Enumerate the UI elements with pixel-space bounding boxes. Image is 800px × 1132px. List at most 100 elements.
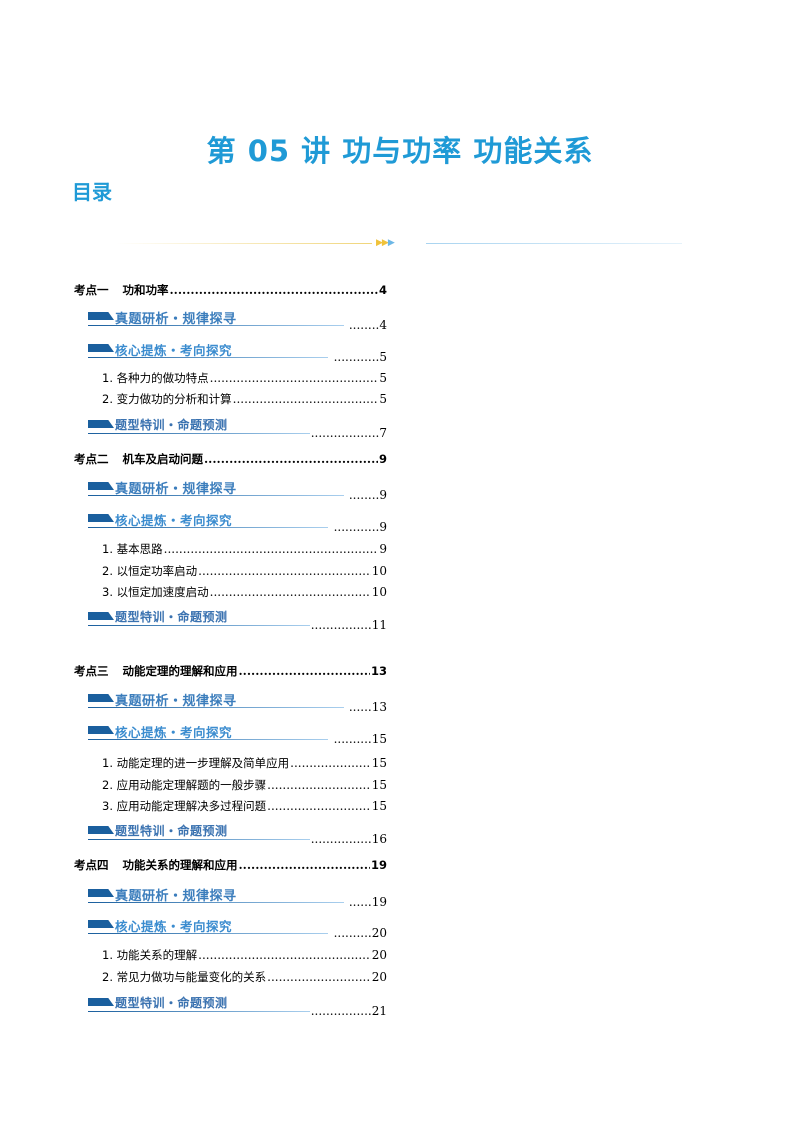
banner-bar-icon bbox=[88, 514, 114, 522]
section-banner-b2[interactable]: 核心提炼・考向探究 bbox=[88, 340, 328, 358]
banner-bar-icon bbox=[88, 694, 114, 702]
banner-page-ref[interactable]: ..........15 bbox=[334, 732, 387, 746]
toc-entry-title: 考点三动能定理的理解和应用 bbox=[74, 663, 238, 679]
page-number: 9 bbox=[379, 520, 387, 534]
banner-label: 核心提炼・考向探究 bbox=[115, 343, 233, 358]
section-banner-b3[interactable]: 题型特训・命题预测 bbox=[88, 608, 310, 626]
banner-bar-icon bbox=[88, 344, 114, 352]
section-banner-b1[interactable]: 真题研析・规律探寻 bbox=[88, 478, 344, 497]
toc-entry-subsection[interactable]: 1. 基本思路9 bbox=[102, 541, 387, 557]
banner-page-ref[interactable]: ..................7 bbox=[311, 426, 387, 440]
page-number: 9 bbox=[378, 452, 387, 466]
toc-entry-subsection[interactable]: 3. 以恒定加速度启动 10 bbox=[102, 584, 387, 600]
dot-leader: ................ bbox=[310, 832, 372, 846]
toc-entry-subsection[interactable]: 1. 功能关系的理解20 bbox=[102, 947, 387, 963]
page-number: 20 bbox=[371, 948, 387, 962]
banner-page-ref[interactable]: ............9 bbox=[334, 520, 387, 534]
toc-entry-title: 2. 常见力做功与能量变化的关系 bbox=[102, 970, 267, 984]
kaodian-title: 功能关系的理解和应用 bbox=[122, 858, 238, 872]
toc-entry-kaodian[interactable]: 考点二机车及启动问题9 bbox=[74, 451, 387, 467]
toc-entry-title: 考点四功能关系的理解和应用 bbox=[74, 857, 238, 873]
banner-label: 题型特训・命题预测 bbox=[115, 610, 228, 624]
dot-leader bbox=[233, 392, 379, 406]
section-banner-b2[interactable]: 核心提炼・考向探究 bbox=[88, 510, 328, 528]
banner-bar-icon bbox=[88, 420, 114, 428]
page-number: 5 bbox=[379, 350, 387, 364]
banner-page-ref[interactable]: ................11 bbox=[311, 618, 387, 632]
dot-leader: ................ bbox=[310, 1004, 372, 1018]
banner-label: 题型特训・命题预测 bbox=[115, 824, 228, 838]
banner-label: 真题研析・规律探寻 bbox=[115, 482, 237, 497]
page-number: 11 bbox=[371, 618, 387, 632]
toc-entry-subsection[interactable]: 1. 动能定理的进一步理解及简单应用15 bbox=[102, 755, 387, 771]
section-banner-b2[interactable]: 核心提炼・考向探究 bbox=[88, 722, 328, 740]
banner-bar-icon bbox=[88, 998, 114, 1006]
toc-heading: 目录 bbox=[72, 180, 112, 204]
banner-label: 核心提炼・考向探究 bbox=[115, 919, 233, 934]
banner-underline bbox=[88, 739, 328, 740]
banner-page-ref[interactable]: ......19 bbox=[349, 895, 387, 909]
dot-leader bbox=[204, 452, 378, 466]
page-number: 15 bbox=[371, 799, 387, 813]
section-banner-b3[interactable]: 题型特训・命题预测 bbox=[88, 994, 310, 1012]
section-banner-b1[interactable]: 真题研析・规律探寻 bbox=[88, 308, 344, 327]
dot-leader bbox=[198, 948, 371, 962]
section-banner-b3[interactable]: 题型特训・命题预测 bbox=[88, 822, 310, 840]
divider-right-line bbox=[426, 243, 682, 244]
decorative-divider: ▶▶▶ bbox=[116, 236, 682, 250]
toc-entry-subsection[interactable]: 2. 常见力做功与能量变化的关系20 bbox=[102, 969, 387, 985]
triple-arrow-icon: ▶▶▶ bbox=[376, 238, 395, 248]
section-banner-b3[interactable]: 题型特训・命题预测 bbox=[88, 416, 310, 434]
banner-page-ref[interactable]: ........9 bbox=[349, 488, 387, 502]
kaodian-title: 动能定理的理解和应用 bbox=[122, 664, 238, 678]
page-number: 15 bbox=[371, 778, 387, 792]
banner-bar-icon bbox=[88, 482, 114, 490]
banner-page-ref[interactable]: ........4 bbox=[349, 318, 387, 332]
banner-page-ref[interactable]: ..........20 bbox=[334, 926, 387, 940]
toc-entry-title: 3. 以恒定加速度启动 bbox=[102, 585, 209, 599]
banner-page-ref[interactable]: ................16 bbox=[311, 832, 387, 846]
banner-underline bbox=[88, 357, 328, 358]
dot-leader: ...... bbox=[348, 700, 372, 714]
page-number: 15 bbox=[371, 756, 387, 770]
section-banner-b1[interactable]: 真题研析・规律探寻 bbox=[88, 690, 344, 709]
banner-underline bbox=[88, 495, 344, 496]
banner-page-ref[interactable]: ......13 bbox=[349, 700, 387, 714]
page-number: 19 bbox=[370, 858, 387, 872]
banner-underline bbox=[88, 839, 310, 840]
dot-leader bbox=[290, 756, 371, 770]
page-number: 13 bbox=[371, 700, 387, 714]
banner-page-ref[interactable]: ................21 bbox=[311, 1004, 387, 1018]
banner-page-ref[interactable]: ............5 bbox=[334, 350, 387, 364]
banner-underline bbox=[88, 325, 344, 326]
toc-entry-subsection[interactable]: 2. 应用动能定理解题的一般步骤15 bbox=[102, 777, 387, 793]
page-number: 9 bbox=[379, 542, 387, 556]
banner-label: 真题研析・规律探寻 bbox=[115, 312, 237, 327]
toc-entry-subsection[interactable]: 1. 各种力的做功特点5 bbox=[102, 370, 387, 386]
banner-underline bbox=[88, 433, 310, 434]
dot-leader: ............ bbox=[333, 520, 380, 534]
dot-leader: .......... bbox=[333, 926, 372, 940]
kaodian-label: 考点四 bbox=[74, 858, 109, 872]
dot-leader: ...... bbox=[348, 895, 372, 909]
page-number: 5 bbox=[379, 392, 387, 406]
banner-label: 题型特训・命题预测 bbox=[115, 418, 228, 432]
section-banner-b1[interactable]: 真题研析・规律探寻 bbox=[88, 885, 344, 904]
page-number: 13 bbox=[370, 664, 387, 678]
banner-label: 题型特训・命题预测 bbox=[115, 996, 228, 1010]
toc-entry-subsection[interactable]: 2. 以恒定功率启动10 bbox=[102, 563, 387, 579]
section-banner-b2[interactable]: 核心提炼・考向探究 bbox=[88, 916, 328, 934]
toc-entry-subsection[interactable]: 3. 应用动能定理解决多过程问题15 bbox=[102, 798, 387, 814]
banner-bar-icon bbox=[88, 312, 114, 320]
page-number: 19 bbox=[371, 895, 387, 909]
page-number: 9 bbox=[379, 488, 387, 502]
page-number: 4 bbox=[378, 283, 387, 297]
dot-leader bbox=[198, 564, 371, 578]
page-number: 10 bbox=[371, 585, 387, 599]
toc-entry-title: 考点一功和功率 bbox=[74, 282, 169, 298]
toc-entry-subsection[interactable]: 2. 变力做功的分析和计算5 bbox=[102, 391, 387, 407]
kaodian-label: 考点一 bbox=[74, 283, 109, 297]
